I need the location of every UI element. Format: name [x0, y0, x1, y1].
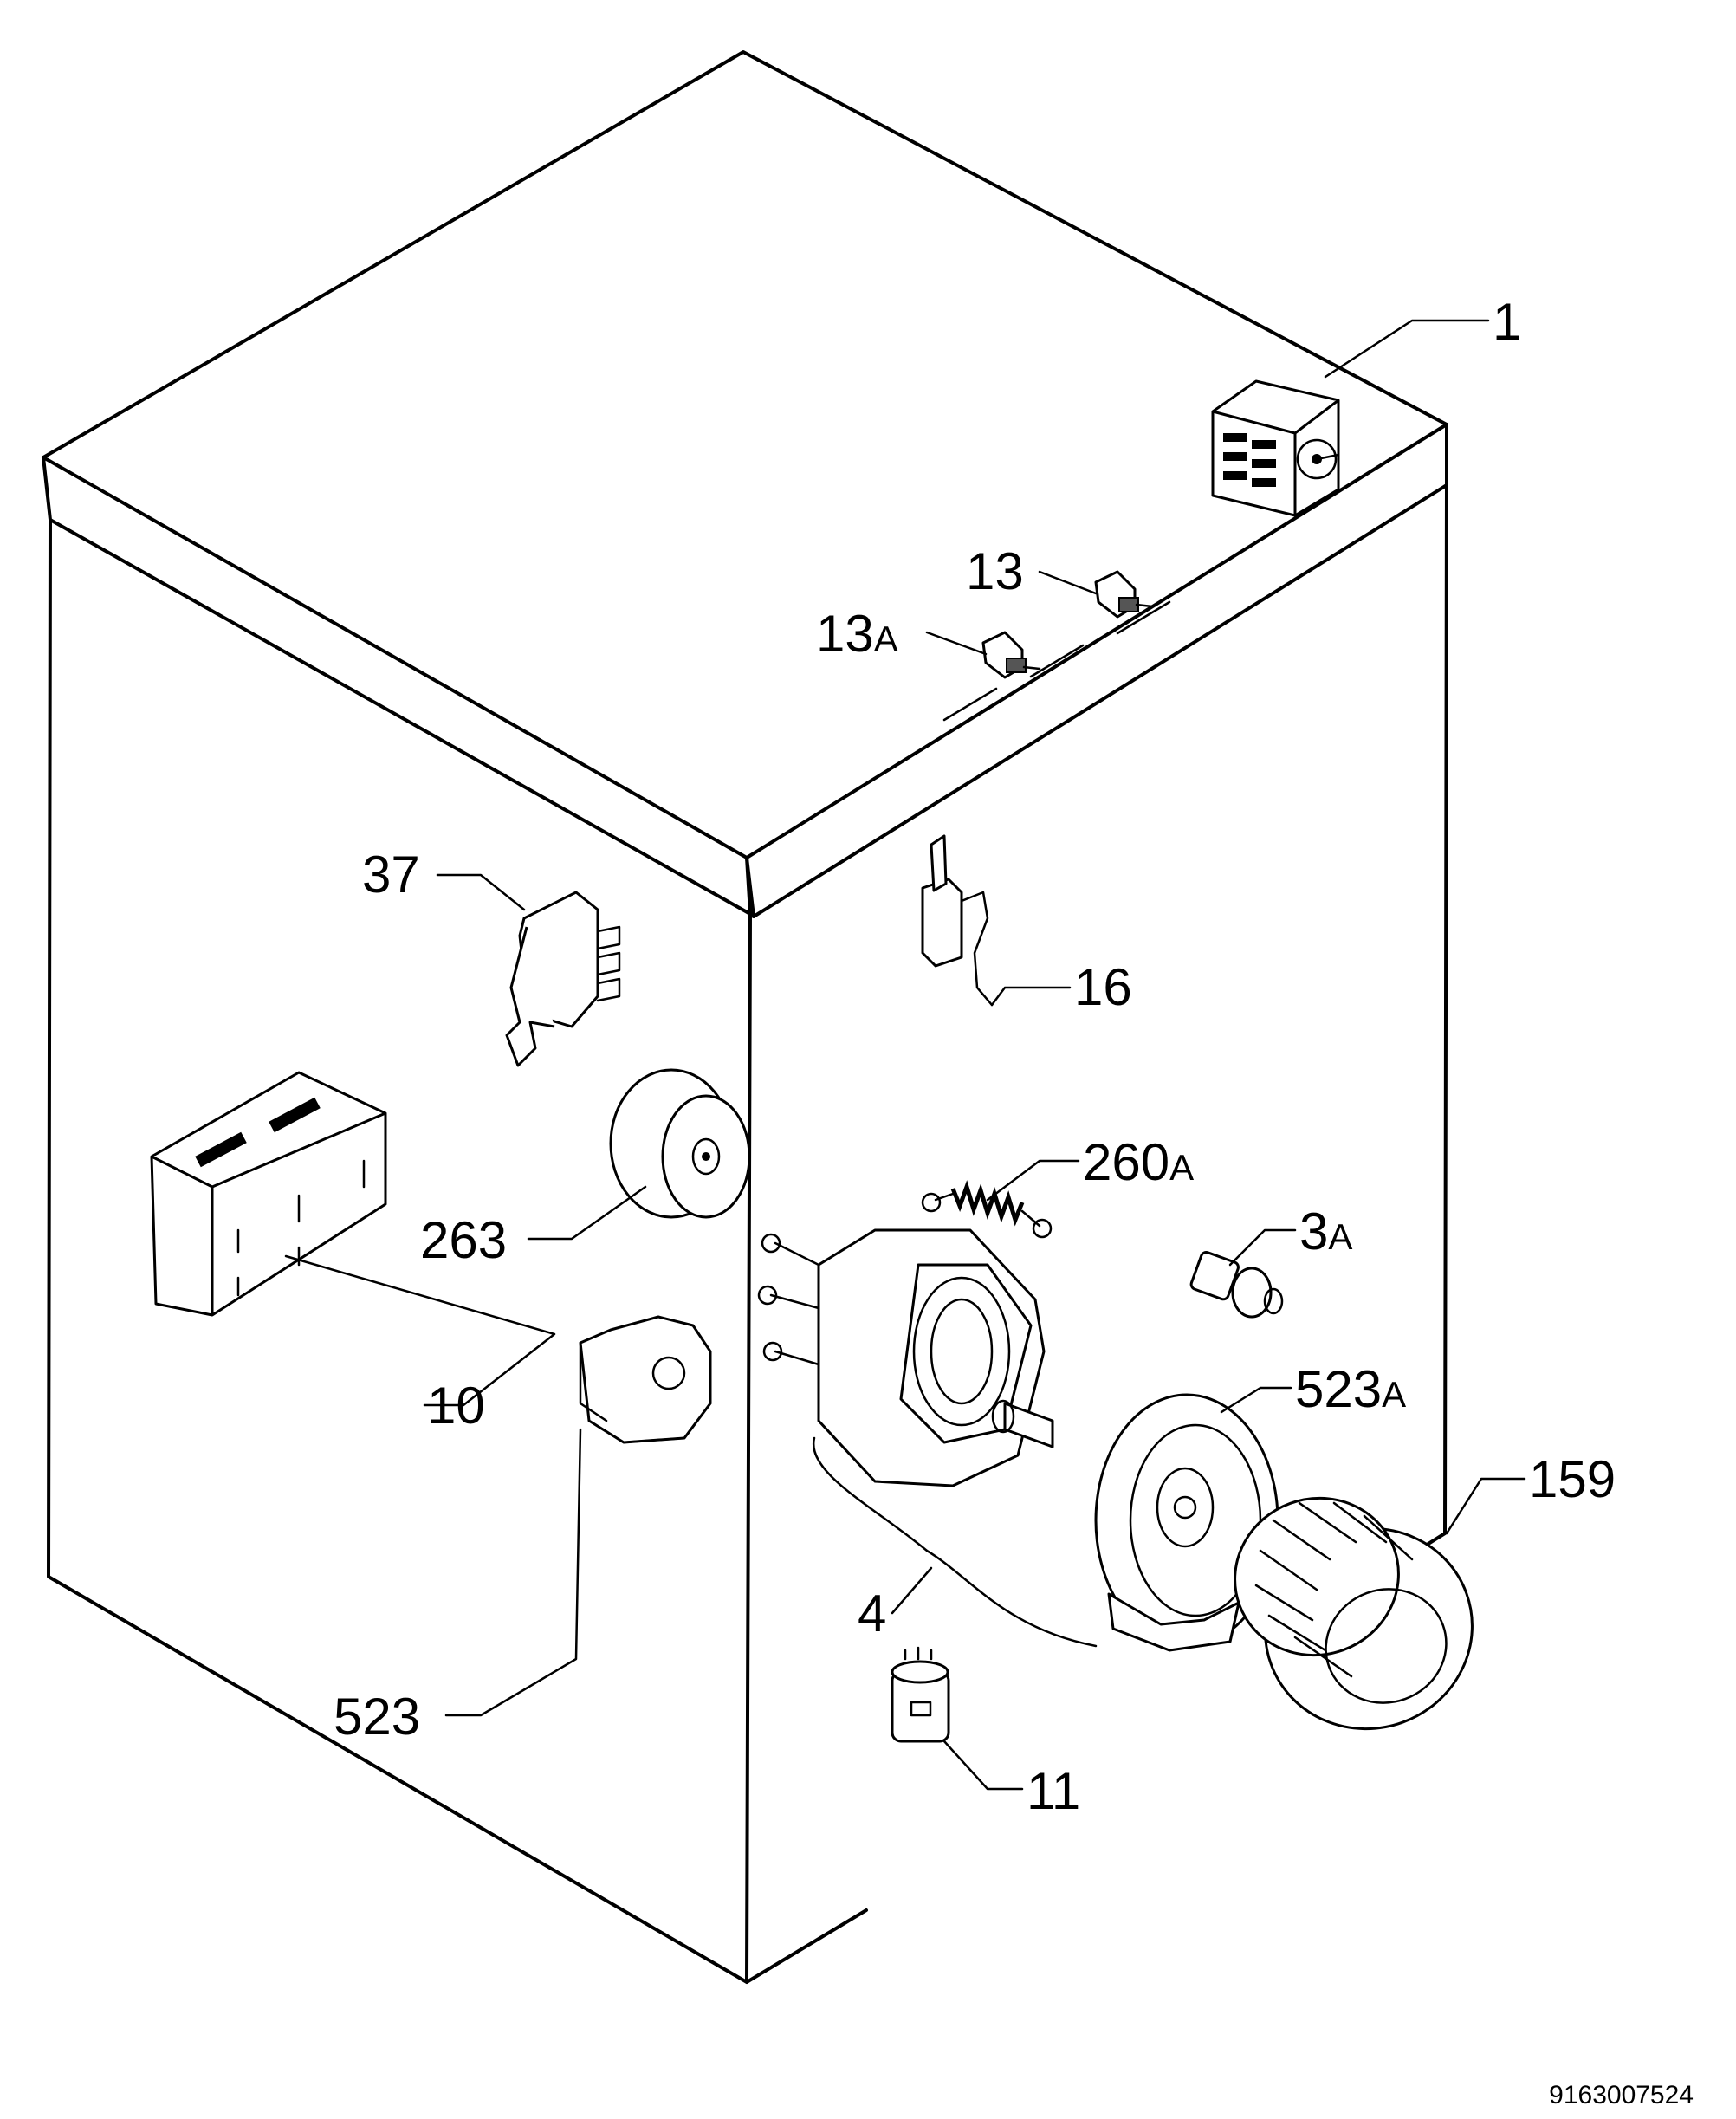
fan-housing-part	[1094, 1393, 1279, 1652]
callout-523a: 523A	[1295, 1360, 1406, 1418]
callout-10: 10	[427, 1377, 485, 1435]
callout-523: 523	[334, 1688, 420, 1746]
callout-13a: 13A	[816, 605, 898, 663]
callout-13: 13	[966, 542, 1024, 600]
micro-switch-part	[921, 834, 994, 1007]
capacitor-part	[891, 1646, 950, 1743]
thermostat-part	[1189, 1250, 1284, 1319]
timer-part	[1211, 379, 1340, 517]
reference-number: 9163007524	[1549, 2081, 1694, 2109]
callout-159: 159	[1529, 1450, 1616, 1508]
bracket-part	[579, 1315, 712, 1444]
callout-3a: 3A	[1299, 1202, 1352, 1260]
callout-37: 37	[362, 846, 420, 904]
blower-wheel-part	[1234, 1496, 1474, 1731]
callout-16: 16	[1074, 958, 1132, 1016]
switch-13a	[981, 631, 1041, 679]
motor-part	[757, 1228, 1098, 1648]
callout-260a: 260A	[1083, 1133, 1194, 1191]
cabinet-outline	[42, 50, 1448, 1984]
filter-part	[150, 1071, 387, 1317]
callout-labels: 1 13 13A 37 16 10 263 260A 3A 523A 523 1…	[334, 293, 1616, 1820]
switch-13	[1094, 570, 1154, 619]
callout-1: 1	[1493, 293, 1521, 351]
callout-263: 263	[420, 1211, 507, 1269]
callout-11: 11	[1027, 1762, 1080, 1820]
leader-lines	[284, 319, 1526, 1791]
callout-4: 4	[858, 1584, 886, 1643]
door-switch-part	[505, 891, 621, 1067]
pulley-part	[609, 1068, 751, 1219]
spring-part	[921, 1180, 1053, 1239]
